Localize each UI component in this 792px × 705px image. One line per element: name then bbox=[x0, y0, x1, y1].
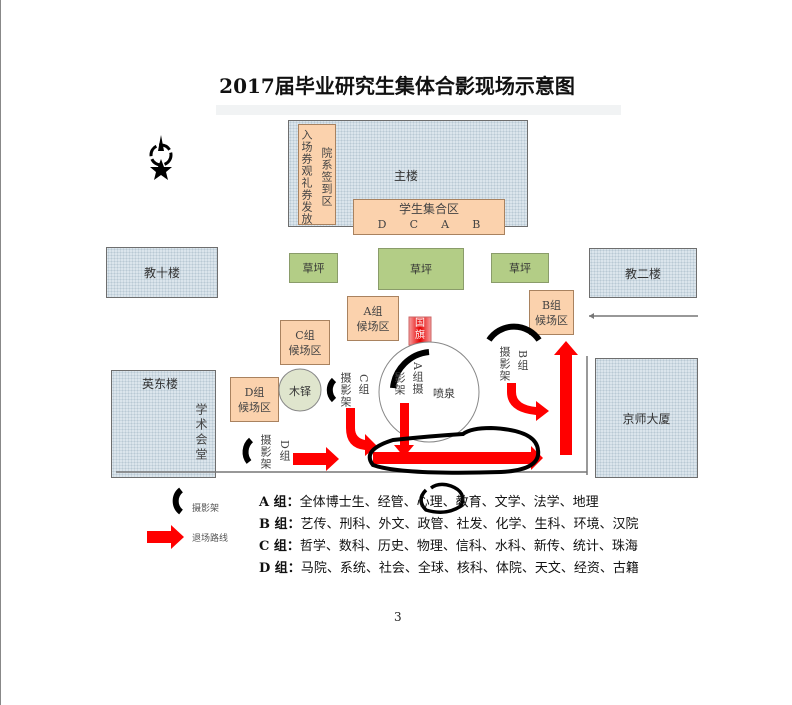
fountain-label: 喷泉 bbox=[433, 387, 455, 400]
group-b-label: B 组： bbox=[259, 517, 301, 532]
assembly-area: 学生集合区 D C A B bbox=[353, 199, 505, 235]
camera-stand-a-label-1: A组摄 bbox=[411, 362, 424, 395]
group-b-members: 艺传、刑科、外文、政管、社发、化学、生科、环境、汉院 bbox=[300, 517, 639, 532]
camera-stand-a bbox=[390, 349, 430, 389]
camera-stand-c bbox=[326, 377, 337, 403]
waiting-area-d-label: D组 bbox=[244, 385, 265, 399]
waiting-area-c-sub: 候场区 bbox=[288, 343, 322, 357]
group-d-label: D 组： bbox=[259, 561, 301, 576]
group-d-row: D 组：马院、系统、社会、全球、核科、体院、天文、经资、古籍 bbox=[259, 557, 639, 576]
compass-label: N bbox=[158, 153, 163, 160]
group-c-members: 哲学、数科、历史、物理、信科、水科、新传、统计、珠海 bbox=[299, 539, 638, 554]
page-number: 3 bbox=[394, 610, 402, 624]
exit-arrow-main bbox=[373, 446, 543, 470]
waiting-area-d-sub: 候场区 bbox=[238, 400, 271, 414]
camera-stand-icons bbox=[172, 323, 542, 515]
waiting-area-a: A组候场区 bbox=[347, 296, 399, 341]
assembly-group-b: B bbox=[472, 218, 481, 231]
legend-exit-route-label: 退场路线 bbox=[192, 534, 229, 544]
waiting-area-a-label: A组 bbox=[363, 304, 383, 318]
camera-stand-c-label-1: C组 bbox=[357, 374, 370, 396]
group-d-members: 马院、系统、社会、全球、核科、体院、天文、经资、古籍 bbox=[300, 561, 639, 576]
camera-stand-d-label-1: D组 bbox=[278, 440, 291, 462]
flag-label: 国旗 bbox=[415, 318, 425, 341]
legend-camera-stand-icon bbox=[172, 487, 184, 515]
waiting-area-b-label: B组 bbox=[541, 298, 562, 312]
group-b-row: B 组：艺传、刑科、外文、政管、社发、化学、生科、环境、汉院 bbox=[259, 513, 639, 532]
road-arrowhead bbox=[589, 313, 594, 319]
camera-stand-c-label-2: 摄影架 bbox=[339, 372, 352, 408]
main-building-label: 主楼 bbox=[394, 169, 419, 183]
legend-exit-route-icon bbox=[147, 525, 184, 549]
signin-area-label: 院系签到区 bbox=[320, 147, 333, 207]
jiao10-building: 教十楼 bbox=[106, 247, 218, 298]
waiting-area-a-sub: 候场区 bbox=[356, 319, 390, 333]
lawn-center: 草坪 bbox=[378, 248, 464, 290]
group-a-row: A 组：全体博士生、经管、心理、教育、文学、法学、地理 bbox=[259, 491, 599, 510]
jiao2-building: 教二楼 bbox=[589, 248, 697, 298]
top-band bbox=[216, 105, 621, 115]
assembly-group-d: D bbox=[377, 218, 387, 231]
camera-stand-b-label-1: B组 bbox=[516, 350, 529, 372]
muduo-label: 木铎 bbox=[289, 385, 311, 398]
assembly-area-label: 学生集合区 bbox=[398, 202, 459, 216]
group-a-label: A 组： bbox=[259, 495, 300, 510]
academic-hall-label: 学术会堂 bbox=[194, 403, 208, 463]
exit-arrow-a bbox=[394, 403, 414, 457]
assembly-group-a: A bbox=[441, 218, 450, 231]
yingdong-label: 英东楼 bbox=[142, 377, 179, 391]
hand-drawn-ellipse-annotation bbox=[367, 425, 541, 475]
lawn-right: 草坪 bbox=[491, 253, 549, 283]
north-compass-icon: N bbox=[143, 133, 179, 181]
ticket-signin-area: 入场券观礼券发放 院系签到区 bbox=[298, 124, 336, 225]
waiting-area-c-label: C组 bbox=[295, 328, 315, 342]
legend-camera-stand-label: 摄影架 bbox=[192, 504, 220, 514]
exit-arrow-d bbox=[293, 447, 339, 471]
waiting-area-c: C组候场区 bbox=[280, 320, 330, 365]
camera-stand-a-label-2: 影架 bbox=[393, 372, 406, 396]
waiting-area-d: D组候场区 bbox=[230, 377, 279, 422]
exit-arrow-c bbox=[346, 408, 377, 456]
lawn-left: 草坪 bbox=[289, 253, 338, 283]
waiting-area-b-sub: 候场区 bbox=[535, 313, 568, 327]
camera-stand-b bbox=[486, 323, 542, 342]
group-c-label: C 组： bbox=[259, 539, 300, 554]
exit-arrow-up bbox=[554, 341, 578, 455]
camera-stand-d-label-2: 摄影架 bbox=[259, 434, 272, 470]
muduo bbox=[278, 368, 322, 412]
camera-stand-b-label-2: 摄影架 bbox=[498, 346, 511, 382]
waiting-area-b: B组候场区 bbox=[529, 290, 574, 335]
page-title: 2017届毕业研究生集体合影现场示意图 bbox=[219, 74, 575, 98]
exit-route-arrows bbox=[147, 341, 578, 549]
group-c-row: C 组：哲学、数科、历史、物理、信科、水科、新传、统计、珠海 bbox=[259, 535, 638, 554]
camera-stand-d bbox=[242, 437, 254, 464]
yingdong-building: 英东楼 学术会堂 bbox=[111, 370, 216, 478]
exit-arrow-b bbox=[507, 383, 549, 421]
jingshi-building: 京师大厦 bbox=[595, 358, 698, 478]
hand-drawn-circle-annotation bbox=[419, 482, 465, 514]
assembly-group-c: C bbox=[409, 218, 418, 231]
ticket-area-label: 入场券观礼券发放 bbox=[300, 129, 313, 225]
group-a-members: 全体博士生、经管、心理、教育、文学、法学、地理 bbox=[299, 495, 599, 510]
